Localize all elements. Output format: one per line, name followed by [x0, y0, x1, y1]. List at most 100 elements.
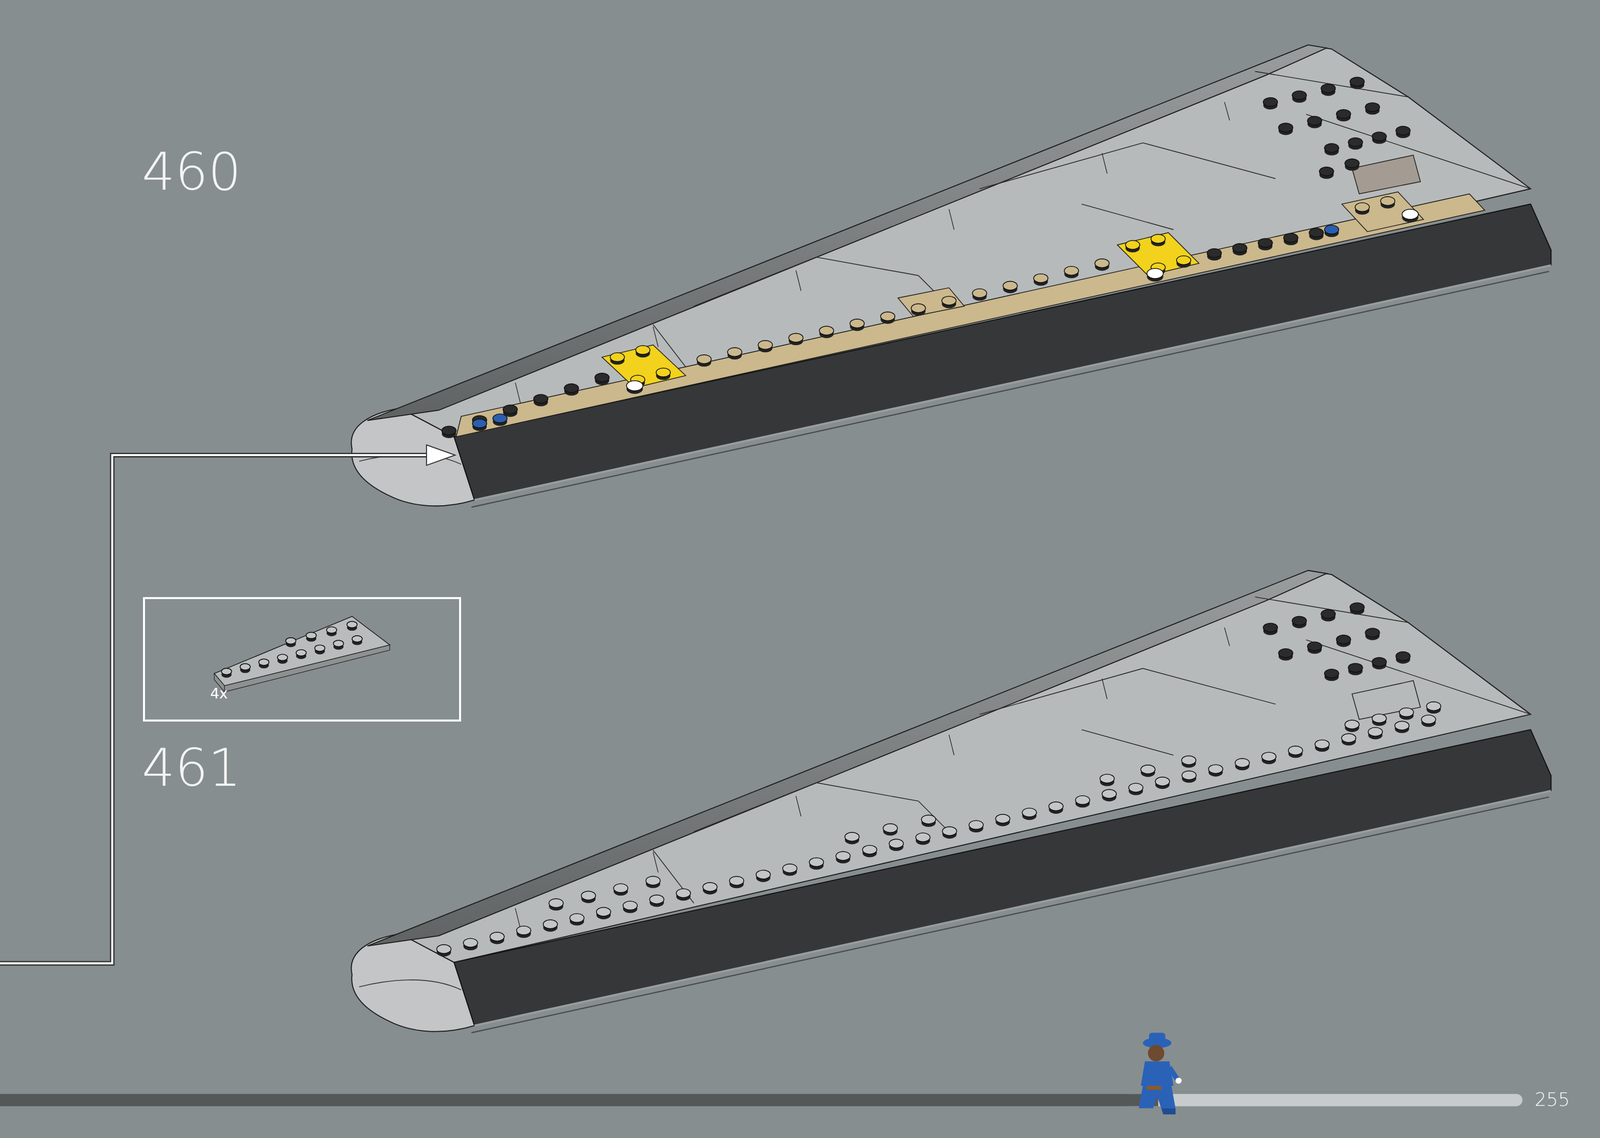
wing-step-460 — [351, 44, 1551, 507]
progress-bar — [0, 1093, 1523, 1106]
stud — [1321, 609, 1336, 619]
stud — [788, 333, 803, 343]
stud — [758, 340, 773, 350]
stud — [285, 637, 296, 645]
stud — [1372, 657, 1387, 667]
stud — [1125, 240, 1140, 250]
stud — [1421, 714, 1436, 724]
stud — [729, 876, 744, 886]
stud — [1176, 255, 1191, 265]
stud — [1278, 648, 1293, 658]
stud — [436, 944, 451, 954]
stud — [221, 668, 232, 675]
stud — [1368, 727, 1383, 737]
stud — [1307, 641, 1322, 651]
stud — [1232, 243, 1247, 253]
stud — [1048, 801, 1063, 811]
stud — [492, 413, 507, 423]
stud — [1261, 752, 1276, 762]
stud — [1350, 602, 1365, 612]
stud — [472, 418, 487, 428]
stud — [1345, 159, 1360, 169]
stud — [564, 383, 579, 393]
stud — [623, 901, 638, 911]
stud — [1401, 209, 1419, 220]
stud — [941, 296, 956, 306]
stud — [1341, 733, 1356, 743]
stud — [1283, 233, 1298, 243]
stud — [911, 303, 926, 313]
stud — [883, 823, 898, 833]
stud — [645, 876, 660, 886]
stud — [942, 826, 957, 836]
stud — [1319, 167, 1334, 177]
stud — [1002, 281, 1017, 291]
stud — [1150, 234, 1166, 244]
stud — [1336, 635, 1351, 645]
part-wedge-plate — [214, 616, 390, 692]
stud — [756, 869, 771, 880]
stud — [656, 368, 671, 378]
stud — [782, 863, 797, 874]
stud — [849, 319, 864, 329]
stud — [1155, 777, 1170, 787]
stud — [696, 354, 711, 364]
stud — [240, 663, 251, 671]
stud — [1146, 268, 1164, 279]
stud — [533, 394, 548, 404]
stud — [1235, 758, 1250, 768]
stud — [1321, 83, 1336, 93]
stud — [1128, 783, 1143, 793]
stud — [727, 347, 742, 357]
stud — [1263, 97, 1278, 107]
stud — [1182, 770, 1197, 780]
stud — [1348, 137, 1363, 148]
stud — [995, 814, 1010, 824]
stud — [333, 640, 344, 647]
stud — [1365, 628, 1380, 638]
stud — [1278, 122, 1293, 132]
stud — [569, 913, 585, 923]
stud — [277, 654, 288, 661]
stud — [503, 404, 518, 414]
stud — [1372, 713, 1387, 723]
step-number: 461 — [141, 742, 242, 795]
stud — [1075, 795, 1090, 805]
step-number: 460 — [141, 146, 242, 199]
stud — [862, 845, 877, 855]
stud — [1372, 131, 1387, 141]
stud — [1336, 109, 1351, 119]
stud — [626, 380, 644, 391]
stud — [613, 883, 628, 893]
stud — [819, 326, 834, 336]
stud — [809, 857, 824, 867]
stud — [258, 658, 269, 666]
stud — [702, 882, 717, 892]
stud — [1207, 248, 1222, 258]
stud — [314, 644, 325, 652]
stud — [1208, 764, 1223, 774]
stud — [326, 626, 337, 634]
stud — [516, 926, 531, 936]
stud — [649, 895, 664, 905]
stud — [1291, 90, 1306, 100]
stud — [835, 851, 850, 861]
stud — [306, 632, 317, 639]
stud — [1350, 77, 1365, 87]
quantity: 4x — [210, 686, 228, 701]
stud — [1395, 125, 1410, 135]
stud — [1348, 663, 1363, 673]
stud-side — [472, 418, 487, 428]
stud — [921, 814, 936, 824]
stud — [1355, 202, 1370, 212]
exposed-interior — [456, 193, 1485, 437]
stud — [1365, 102, 1380, 112]
stud — [1394, 720, 1409, 731]
stud — [610, 352, 625, 362]
stud — [1291, 616, 1306, 626]
wing-step-461 — [351, 570, 1551, 1033]
minifigure — [1138, 1032, 1182, 1115]
stud — [844, 832, 859, 842]
stud — [296, 649, 307, 657]
